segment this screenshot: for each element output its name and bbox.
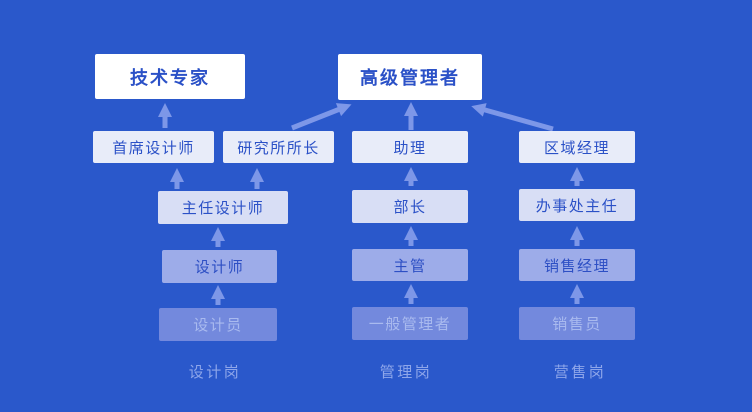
node-minister: 部长: [352, 190, 468, 223]
node-tech-expert: 技术专家: [95, 54, 245, 99]
column-label-management: 管理岗: [379, 363, 433, 381]
node-sales-manager: 销售经理: [519, 249, 635, 281]
node-assistant: 助理: [352, 131, 468, 163]
node-designer: 设计师: [162, 250, 277, 283]
node-chief-designer: 首席设计师: [93, 131, 214, 163]
node-office-director: 办事处主任: [519, 189, 635, 221]
arrow-regional-manager-to-senior-manager: [471, 103, 554, 132]
node-institute-director: 研究所所长: [223, 131, 334, 163]
node-senior-manager: 高级管理者: [338, 54, 482, 100]
column-label-sales: 营售岗: [553, 363, 607, 381]
node-supervisor: 主管: [352, 249, 468, 281]
node-draftsman: 设计员: [159, 308, 277, 341]
node-director-designer: 主任设计师: [158, 191, 288, 224]
column-label-design: 设计岗: [188, 363, 242, 381]
node-regional-manager: 区域经理: [519, 131, 635, 163]
node-general-manager: 一般管理者: [352, 307, 468, 340]
arrow-institute-director-to-senior-manager: [291, 103, 352, 131]
node-salesperson: 销售员: [519, 307, 635, 340]
